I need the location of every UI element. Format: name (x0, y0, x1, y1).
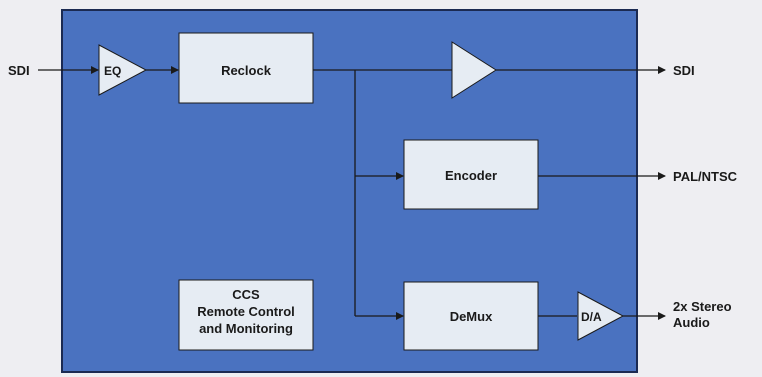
ccs-block (178, 279, 314, 351)
eq-amplifier (98, 44, 148, 96)
ccs-line1: Remote Control (197, 304, 295, 319)
output-pal-ntsc-label: PAL/NTSC (673, 169, 738, 184)
input-sdi-label: SDI (8, 63, 30, 78)
output-audio-label-line1: 2x Stereo (673, 299, 732, 314)
output-audio-label-line2: Audio (673, 315, 710, 330)
processor-panel (61, 9, 638, 373)
encoder-label: Encoder (445, 168, 497, 183)
demux-block (403, 281, 539, 351)
reclock-block (178, 32, 314, 104)
encoder-block (403, 139, 539, 210)
demux-label: DeMux (450, 309, 493, 324)
da-label: D/A (581, 310, 602, 324)
buffer-amplifier (451, 41, 497, 99)
da-converter (577, 291, 625, 341)
output-sdi-label: SDI (673, 63, 695, 78)
reclock-label: Reclock (221, 63, 272, 78)
ccs-title: CCS (232, 287, 260, 302)
ccs-line2: and Monitoring (199, 321, 293, 336)
eq-label: EQ (104, 64, 121, 78)
